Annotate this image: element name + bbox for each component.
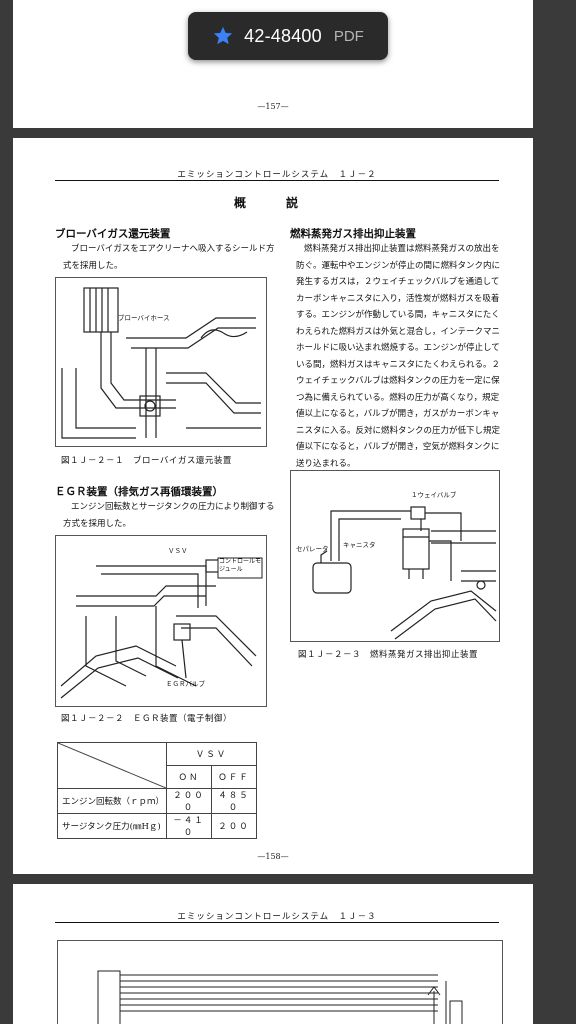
evap-figure: １ウェイバルブ セパレータ キャニスタ bbox=[290, 470, 500, 642]
col-off: ＯＦＦ bbox=[211, 765, 257, 789]
page-header: エミッションコントロールシステム １Ｊ－２ bbox=[177, 170, 377, 180]
one-way-valve-label: １ウェイバルブ bbox=[411, 490, 457, 499]
row-label: サージタンク圧力(㎜Hｇ) bbox=[57, 813, 167, 839]
egr-text: エンジン回転数とサージタンクの圧力により制御する方式を採用した。 bbox=[63, 502, 275, 529]
corner-diagonal bbox=[58, 743, 166, 788]
document-type: PDF bbox=[333, 27, 364, 45]
evap-diagram: １ウェイバルブ セパレータ キャニスタ bbox=[296, 490, 497, 640]
document-toolbar[interactable]: 42-48400 PDF bbox=[188, 12, 388, 60]
page-title: 概 説 bbox=[233, 196, 312, 210]
page-header: エミッションコントロールシステム １Ｊ－３ bbox=[177, 912, 377, 922]
vsv-header: ＶＳＶ bbox=[166, 742, 257, 766]
col-on: ＯＮ bbox=[166, 765, 212, 789]
page-159: エミッションコントロールシステム １Ｊ－３ bbox=[13, 884, 533, 1024]
evap-text: 燃料蒸発ガス排出抑止装置は燃料蒸発ガスの放出を防ぐ。運転中やエンジンが停止の間に… bbox=[296, 244, 501, 469]
wiring-diagram bbox=[97, 970, 463, 1024]
egr-title: ＥＧＲ装置（排気ガス再循環装置） bbox=[55, 486, 223, 498]
page-number: —158— bbox=[257, 852, 289, 861]
control-module-label: コントロールモジュール bbox=[219, 558, 262, 573]
table-row: エンジン回転数（ｒｐｍ） ２０００ ４８５０ bbox=[57, 788, 257, 814]
blowby-figure: ブローバイホース bbox=[55, 277, 267, 447]
row-label: エンジン回転数（ｒｐｍ） bbox=[57, 788, 167, 814]
wiring-figure bbox=[57, 940, 503, 1024]
blowby-text: ブローバイガスをエアクリーナへ吸入するシールド方式を採用した。 bbox=[63, 244, 275, 271]
cell-off: ４８５０ bbox=[211, 788, 257, 814]
evap-caption: 図１Ｊ－２－３ 燃料蒸発ガス排出抑止装置 bbox=[298, 650, 479, 660]
blowby-title: ブローバイガス還元装置 bbox=[55, 228, 171, 240]
blowby-caption: 図１Ｊ－２－１ ブローバイガス還元装置 bbox=[61, 456, 232, 466]
vsv-label: ＶＳＶ bbox=[168, 547, 188, 555]
page-158: エミッションコントロールシステム １Ｊ－２ 概 説 ブローバイガス還元装置 ブロ… bbox=[13, 138, 533, 874]
table-corner bbox=[57, 742, 167, 789]
canister-label: キャニスタ bbox=[343, 540, 376, 549]
page-number: —157— bbox=[257, 102, 289, 111]
blowby-hose-label: ブローバイホース bbox=[118, 313, 170, 322]
cell-off: ２００ bbox=[211, 813, 257, 839]
egr-figure: ＶＳＶ コントロールモジュール ＥＧＲバルブ bbox=[55, 535, 267, 707]
star-icon[interactable] bbox=[212, 25, 234, 47]
header-rule bbox=[55, 922, 499, 923]
separator-label: セパレータ bbox=[296, 544, 329, 553]
egr-caption: 図１Ｊ－２－２ ＥＧＲ装置（電子制御） bbox=[61, 714, 233, 724]
vsv-table: ＶＳＶ ＯＮ ＯＦＦ エンジン回転数（ｒｐｍ） ２０００ ４８５０ サージタンク… bbox=[57, 742, 257, 839]
evap-title: 燃料蒸発ガス排出抑止装置 bbox=[290, 228, 416, 240]
cell-on: －４１０ bbox=[166, 813, 212, 839]
document-number: 42-48400 bbox=[244, 25, 322, 46]
egr-diagram: ＶＳＶ コントロールモジュール ＥＧＲバルブ bbox=[60, 547, 263, 699]
table-row: サージタンク圧力(㎜Hｇ) －４１０ ２００ bbox=[57, 813, 257, 839]
egr-valve-label: ＥＧＲバルブ bbox=[166, 679, 206, 688]
blowby-diagram: ブローバイホース bbox=[61, 287, 261, 439]
header-rule bbox=[55, 180, 499, 181]
cell-on: ２０００ bbox=[166, 788, 212, 814]
